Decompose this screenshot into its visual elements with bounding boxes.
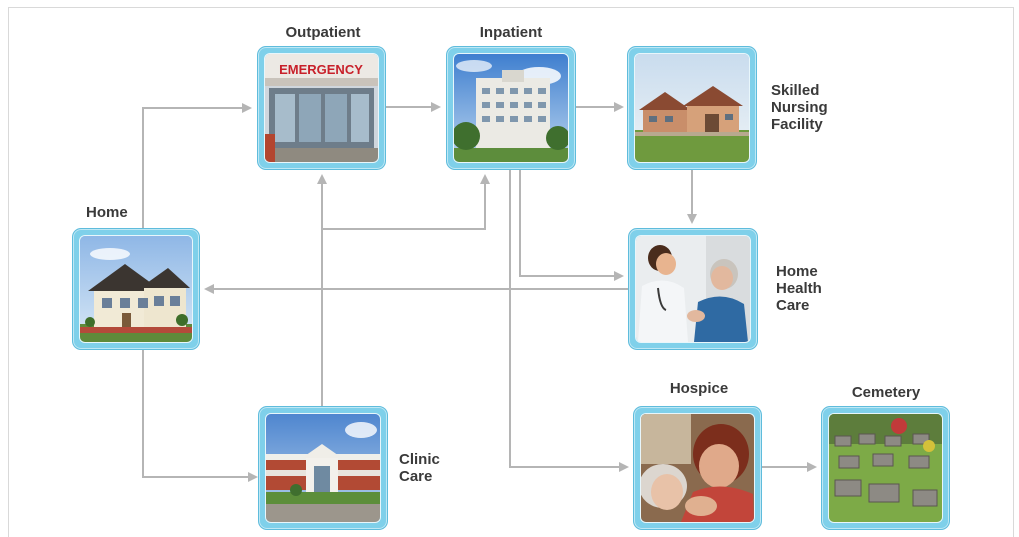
arrow-inpatient-to-homehealth (519, 170, 624, 281)
arrow-inpatient-to-hospice (509, 170, 629, 472)
label-inpatient: Inpatient (479, 24, 543, 41)
hospice-photo (641, 414, 754, 522)
node-skilled-nursing-facility[interactable] (627, 46, 757, 170)
label-outpatient: Outpatient (285, 24, 361, 41)
label-snf: Skilled Nursing Facility (771, 82, 828, 133)
label-clinic-care: Clinic Care (399, 451, 440, 485)
node-inpatient[interactable] (446, 46, 576, 170)
emergency-sign-text: EMERGENCY (279, 62, 363, 77)
cemetery-photo (829, 414, 942, 522)
arrow-home-to-outpatient (142, 103, 252, 228)
label-home: Home (86, 204, 128, 221)
outpatient-photo: EMERGENCY (265, 54, 378, 162)
clinic-photo (266, 414, 380, 522)
node-outpatient[interactable]: EMERGENCY (257, 46, 386, 170)
snf-photo (635, 54, 749, 162)
label-hospice: Hospice (669, 380, 729, 397)
label-cemetery: Cemetery (851, 384, 921, 401)
arrow-clinic-to-inpatient (322, 174, 490, 230)
home-photo (80, 236, 192, 342)
node-clinic-care[interactable] (258, 406, 388, 530)
label-home-health-care: Home Health Care (776, 263, 822, 314)
node-home[interactable] (72, 228, 200, 350)
node-home-health-care[interactable] (628, 228, 758, 350)
diagram-frame (8, 7, 1014, 537)
home-health-photo (636, 236, 750, 342)
inpatient-photo (454, 54, 568, 162)
node-cemetery[interactable] (821, 406, 950, 530)
node-hospice[interactable] (633, 406, 762, 530)
arrow-home-to-clinic (142, 350, 258, 482)
